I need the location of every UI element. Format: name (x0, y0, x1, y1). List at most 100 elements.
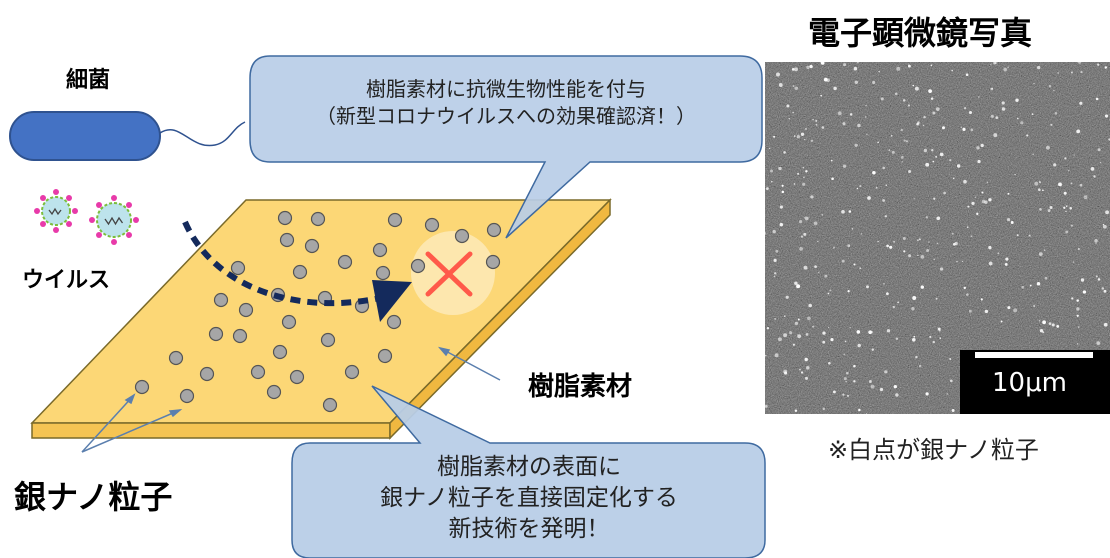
silver-nanoparticle (208, 326, 224, 342)
silver-nanoparticle (377, 348, 393, 364)
micrograph-dot (912, 84, 915, 87)
micrograph-dot (868, 330, 872, 335)
micrograph-dot (888, 149, 891, 152)
micrograph-dot (988, 245, 992, 250)
micrograph-dot (988, 261, 993, 266)
virus-label: ウイルス (22, 268, 111, 293)
micrograph-dot (966, 226, 969, 228)
micrograph-dot (842, 393, 845, 396)
micrograph-dot (1097, 63, 1100, 66)
micrograph-dot (971, 201, 975, 206)
micrograph-dot (765, 187, 769, 191)
micrograph-dot (1071, 297, 1074, 300)
micrograph-dot (797, 334, 802, 339)
silver-nanoparticle (292, 264, 308, 280)
micrograph-dot (794, 409, 798, 412)
micrograph-dot (932, 160, 935, 163)
micrograph-dot (772, 229, 776, 234)
micrograph-dot (914, 86, 919, 91)
micrograph-dot (920, 285, 924, 289)
micrograph-dot (900, 128, 903, 132)
micrograph-dot (858, 408, 861, 412)
micrograph-dot (794, 86, 799, 91)
micrograph-dot (902, 99, 906, 102)
micrograph-dot (1053, 90, 1055, 92)
micrograph-dot (847, 244, 851, 248)
micrograph-dot (872, 171, 876, 175)
micrograph-dot (1076, 307, 1080, 311)
micrograph-dot (962, 127, 966, 131)
micrograph-dot (913, 198, 915, 200)
silver-nanoparticle (279, 232, 295, 248)
micrograph-dot (875, 186, 878, 189)
micrograph-dot (765, 232, 767, 235)
micrograph-dot (968, 110, 973, 115)
micrograph-dot (1090, 167, 1095, 171)
silver-nanoparticle (250, 364, 266, 380)
micrograph-dot (843, 377, 847, 381)
micrograph-dot (991, 87, 993, 89)
micrograph-dot (1001, 107, 1006, 111)
micrograph-dot (918, 364, 922, 368)
micrograph-dot (890, 134, 893, 137)
micrograph-dot (961, 260, 964, 263)
micrograph-dot (883, 283, 885, 285)
micrograph-dot (907, 64, 911, 68)
micrograph-dot (892, 305, 895, 309)
micrograph-dot (908, 169, 912, 174)
micrograph-dot (1105, 210, 1110, 215)
micrograph-dot (1007, 306, 1011, 310)
bottom-bubble-text: 樹脂素材の表面に 銀ナノ粒子を直接固定化する 新技術を発明！ (294, 452, 764, 545)
micrograph-dot (986, 181, 989, 184)
micrograph-dot (791, 68, 795, 71)
micrograph-dot (826, 78, 830, 83)
micrograph-dot (871, 348, 875, 351)
micrograph-dot (923, 115, 926, 119)
micrograph-dot (911, 307, 915, 311)
micrograph-dot (822, 407, 826, 411)
silver-nanoparticle (168, 350, 184, 366)
micrograph-dot (1063, 206, 1066, 209)
micrograph-dot (821, 126, 825, 129)
micrograph-dot (882, 199, 885, 202)
bottom-bubble-line2: 銀ナノ粒子を直接固定化する (380, 485, 678, 512)
micrograph-dot (1054, 112, 1058, 115)
micrograph-dot (1082, 290, 1087, 294)
micrograph-dot (773, 258, 777, 262)
micrograph-dot (984, 309, 989, 314)
micrograph-dot (935, 297, 938, 300)
micrograph-dot (1070, 71, 1073, 74)
micrograph-dot (814, 265, 817, 268)
micrograph-dot (1031, 113, 1034, 115)
micrograph-dot (831, 177, 834, 181)
micrograph-dot (920, 254, 925, 259)
micrograph-dot (878, 71, 880, 73)
micrograph-dot (768, 147, 771, 150)
micrograph-dot (1097, 148, 1101, 152)
micrograph-dot (820, 62, 825, 65)
top-bubble-text: 樹脂素材に抗微生物性能を付与 （新型コロナウイルスへの効果確認済！） (252, 76, 760, 130)
micrograph-dot (1045, 145, 1050, 150)
micrograph-dot (900, 155, 904, 159)
micrograph-dot (984, 200, 988, 204)
micrograph-dot (784, 315, 786, 317)
micrograph-dot (1063, 191, 1067, 195)
micrograph-dot (908, 104, 910, 107)
micrograph-dot (829, 289, 832, 292)
micrograph-dot (1020, 121, 1024, 125)
micrograph-dot (949, 358, 952, 360)
micrograph-dot (794, 281, 798, 285)
micrograph-dot (789, 331, 793, 335)
silver-nanoparticle (337, 254, 353, 270)
micrograph-dot (952, 242, 956, 246)
micrograph-dot (923, 148, 928, 153)
micrograph-dot (872, 80, 876, 85)
micrograph-dot (798, 219, 803, 224)
micrograph-dot (951, 69, 954, 72)
micrograph-dot (832, 246, 836, 249)
micrograph-dot (1033, 83, 1035, 85)
micrograph-dot (1049, 205, 1053, 210)
micrograph-dot (817, 240, 819, 243)
micrograph-dot (832, 390, 836, 394)
micrograph-dot (993, 133, 998, 138)
